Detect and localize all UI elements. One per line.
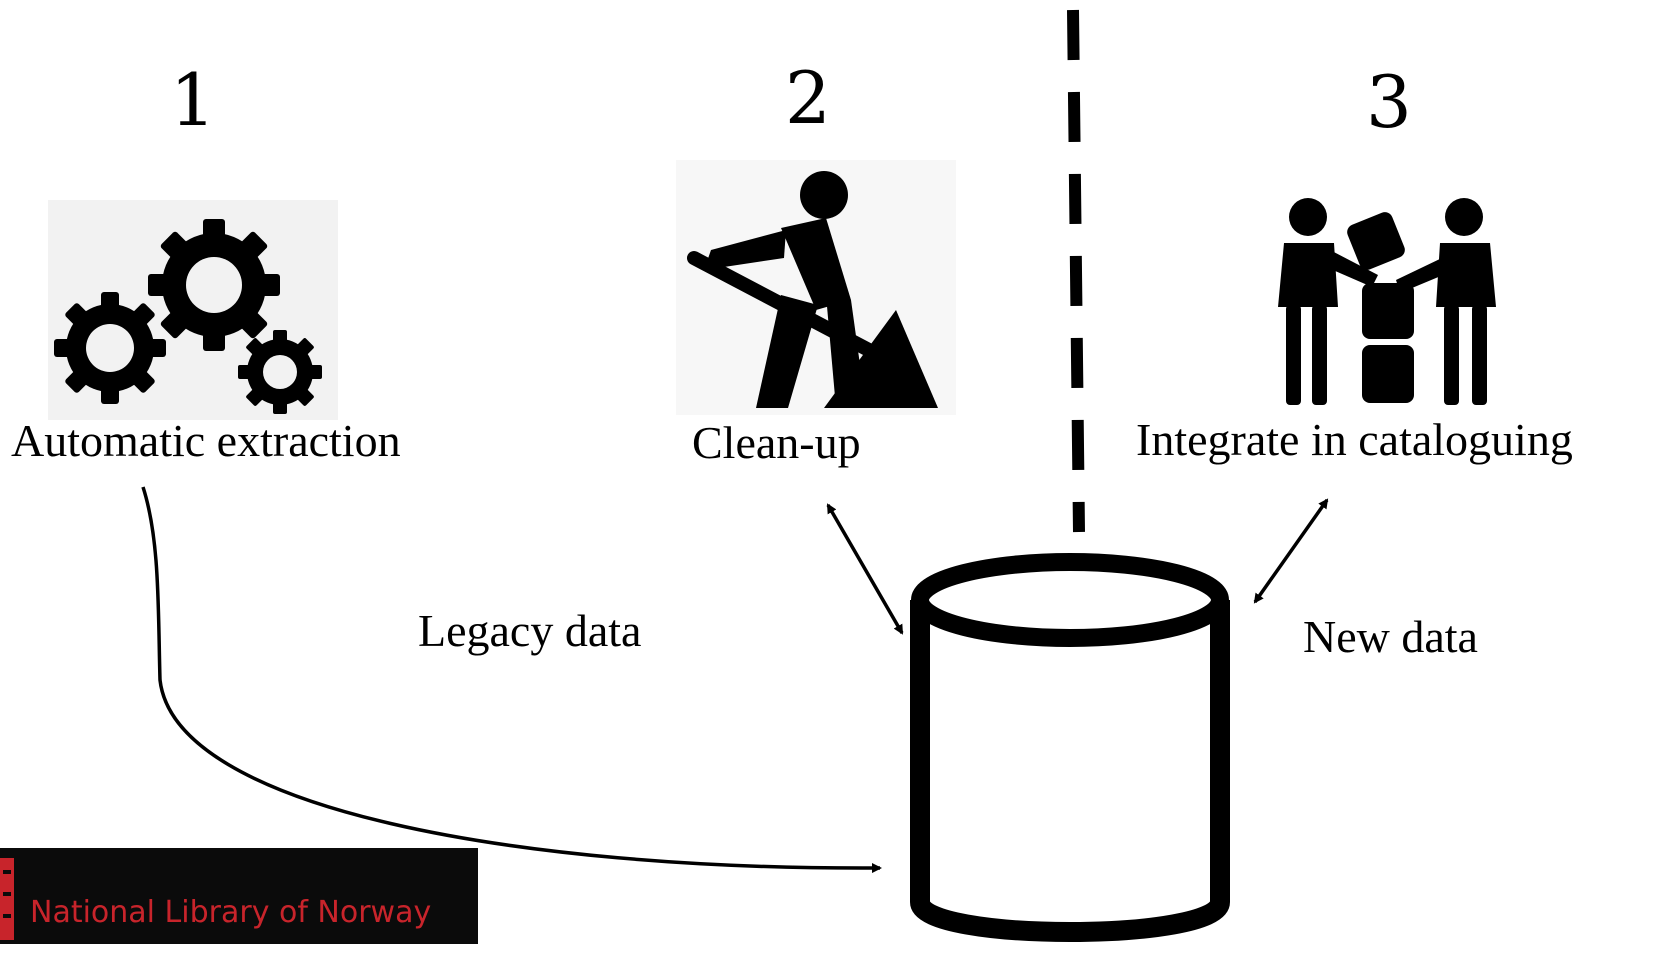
cleanup-double-arrow xyxy=(826,503,904,635)
divider-dashed-line xyxy=(1067,9,1085,533)
step-3-number: 3 xyxy=(1366,60,1412,144)
integrate-double-arrow xyxy=(1253,498,1329,604)
step-2-number: 2 xyxy=(785,56,831,140)
step-1-label: Automatic extraction xyxy=(11,415,401,466)
step-1-number: 1 xyxy=(170,58,216,142)
logo-text: National Library of Norway xyxy=(30,895,432,930)
new-data-label: New data xyxy=(1303,611,1478,662)
database-cylinder-icon xyxy=(910,553,1230,942)
step-3-label: Integrate in cataloguing xyxy=(1136,414,1573,465)
logo-mark-icon xyxy=(0,858,14,940)
worker-shovel-icon xyxy=(676,160,956,415)
legacy-data-label: Legacy data xyxy=(418,605,642,656)
legacy-arrow xyxy=(141,486,882,874)
gears-icon xyxy=(48,200,338,420)
step-2-label: Clean-up xyxy=(692,417,861,468)
national-library-logo: National Library of Norway xyxy=(0,848,478,944)
handover-icon xyxy=(1278,198,1496,405)
